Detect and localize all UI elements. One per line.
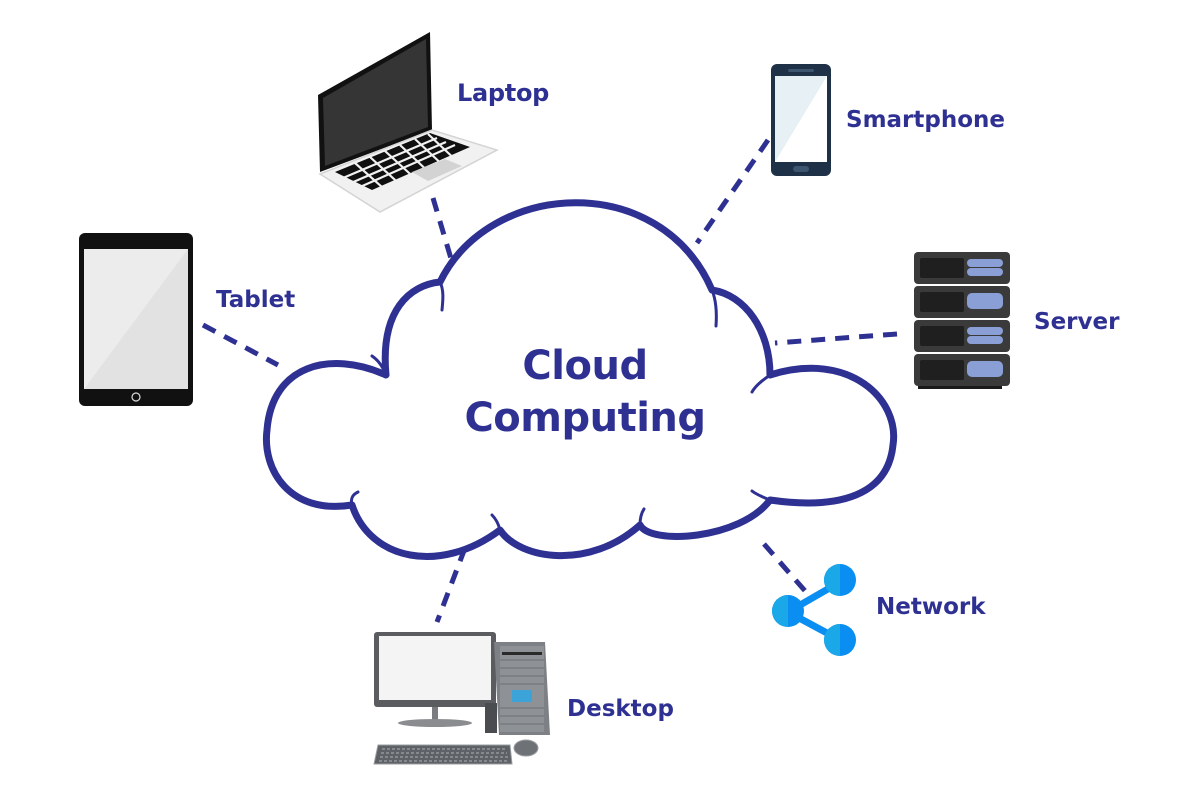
- desktop-computer-icon: [373, 632, 550, 765]
- desktop-label: Desktop: [567, 696, 674, 722]
- connector-smartphone: [694, 138, 771, 245]
- cloud-shape: [262, 199, 898, 560]
- server-icon: [914, 252, 1010, 389]
- center-title: Cloud Computing: [430, 340, 740, 444]
- network-label: Network: [876, 594, 986, 620]
- laptop-label: Laptop: [457, 79, 549, 107]
- connector-server: [774, 331, 898, 346]
- smartphone-label: Smartphone: [846, 107, 1005, 133]
- connector-network: [762, 542, 808, 594]
- connector-desktop: [434, 547, 468, 623]
- tablet-icon: [79, 233, 193, 406]
- server-label: Server: [1034, 309, 1120, 335]
- center-title-line2: Computing: [464, 395, 706, 441]
- laptop-icon: [318, 32, 499, 213]
- center-title-line1: Cloud: [522, 343, 648, 389]
- connector-laptop: [430, 197, 458, 273]
- share-network-icon: [772, 564, 856, 656]
- smartphone-icon: [771, 64, 831, 176]
- connector-tablet: [201, 322, 280, 368]
- tablet-label: Tablet: [216, 287, 295, 313]
